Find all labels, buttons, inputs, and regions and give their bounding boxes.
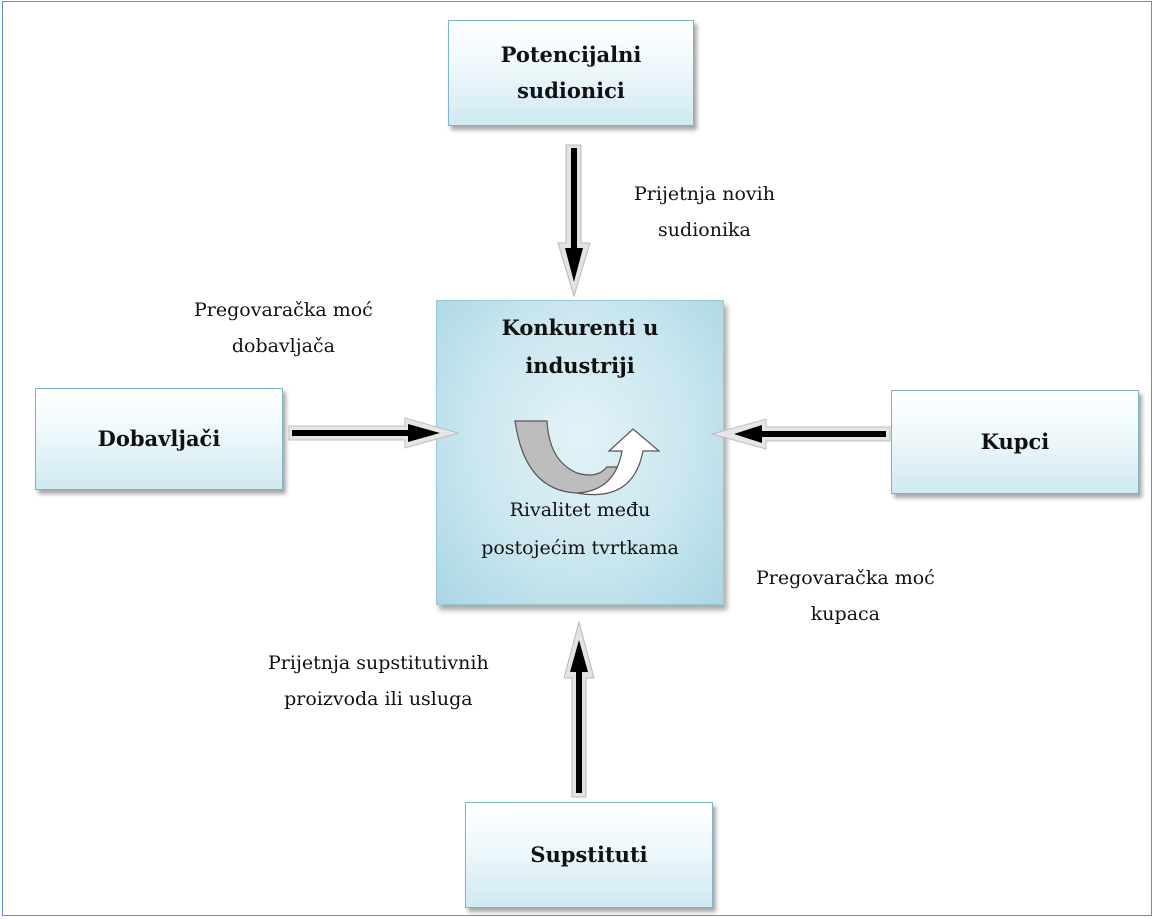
supplier-power-arrow: [288, 417, 460, 449]
rivalry-cycle-icon: [514, 420, 661, 496]
substitutes-threat-label: Prijetnja supstitutivnih proizvoda ili u…: [268, 645, 489, 717]
supplier-power-line-2: dobavljača: [231, 335, 335, 357]
suppliers-label: Dobavljači: [97, 426, 221, 451]
rivalry-line-1: Rivalitet među: [509, 499, 651, 521]
supplier-power-label: Pregovaračka moć dobavljača: [194, 292, 373, 364]
potential-entrants-label: Potencijalni sudionici: [500, 42, 642, 103]
new-entrants-threat-label: Prijetnja novih sudionika: [634, 176, 775, 248]
suppliers-box: Dobavljači: [35, 388, 283, 490]
buyer-power-line-1: Pregovaračka moć: [756, 567, 935, 589]
rivalry-line-2: postojećim tvrtkama: [481, 537, 679, 559]
rivalry-description: Rivalitet među postojećim tvrtkama: [437, 491, 723, 567]
potential-entrants-box: Potencijalni sudionici: [448, 20, 694, 126]
buyer-power-arrow: [710, 418, 891, 450]
buyer-power-line-2: kupaca: [810, 603, 881, 625]
substitutes-arrow: [563, 620, 595, 798]
buyers-box: Kupci: [891, 390, 1139, 494]
substitutes-line-1: Prijetnja supstitutivnih: [268, 652, 489, 674]
supplier-power-line-1: Pregovaračka moć: [194, 299, 373, 321]
center-title-line-2: industriji: [525, 353, 635, 378]
center-title-line-1: Konkurenti u: [501, 315, 659, 340]
new-entrants-line-1: Prijetnja novih: [634, 183, 775, 205]
industry-competitors-box: Konkurenti u industriji Rivalitet među p…: [436, 300, 724, 605]
industry-competitors-title: Konkurenti u industriji: [437, 309, 723, 385]
buyer-power-label: Pregovaračka moć kupaca: [756, 560, 935, 632]
buyers-label: Kupci: [980, 429, 1050, 454]
substitutes-line-2: proizvoda ili usluga: [284, 688, 473, 710]
substitutes-box: Supstituti: [465, 802, 713, 908]
new-entrants-line-2: sudionika: [658, 219, 751, 241]
new-entrants-arrow: [557, 144, 591, 298]
substitutes-label: Supstituti: [530, 842, 648, 867]
